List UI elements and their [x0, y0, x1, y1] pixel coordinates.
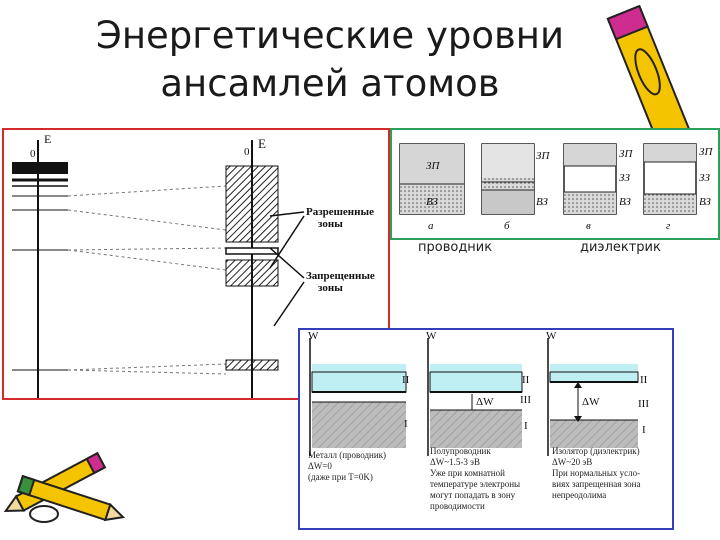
insulator-level-III: III: [638, 398, 649, 410]
semi-caption: Полупроводник ΔW~1.5-3 эВ Уже при комнат…: [430, 446, 521, 511]
semi-level-I: I: [524, 420, 528, 432]
insulator-level-I: I: [642, 424, 646, 436]
semi-axis-label: W: [426, 330, 437, 342]
metal-level-I: I: [404, 418, 408, 430]
pencils-icon: [3, 451, 126, 523]
semi-dw: ΔW: [476, 396, 494, 408]
panel-b-bottom: ВЗ: [536, 196, 548, 208]
panel-c-mid: ЗЗ: [619, 172, 630, 184]
semi-level-II: II: [522, 374, 530, 386]
panel-c-letter: в: [586, 220, 591, 232]
metal-level-II: II: [402, 374, 410, 386]
allowed-band-lower: [225, 359, 279, 371]
band-comparison-diagram: [309, 338, 639, 456]
panel-c-top: ЗП: [619, 148, 633, 160]
forbidden-bands-label: Запрещенные зоны: [306, 270, 375, 294]
allowed-band-upper: [225, 165, 279, 243]
panel-b-letter: б: [504, 220, 510, 232]
band-diagrams: [399, 143, 697, 215]
right-axis-label: E: [258, 136, 266, 151]
insulator-axis-label: W: [546, 330, 557, 342]
allowed-bands-label: Разрешенные зоны: [306, 206, 374, 230]
panel-d-top: ЗП: [699, 146, 713, 158]
title-line-1: Энергетические уровни: [95, 14, 565, 57]
panel-d-letter: г: [666, 220, 671, 232]
panel-d-bottom: ВЗ: [699, 196, 711, 208]
title-line-2: ансамлей атомов: [160, 62, 500, 105]
conductor-caption: проводник: [418, 240, 493, 255]
panel-c-bottom: ВЗ: [619, 196, 631, 208]
page-title: Энергетические уровни ансамлей атомов: [70, 12, 590, 108]
panel-a-letter: а: [428, 220, 434, 232]
panel-d-mid: ЗЗ: [699, 172, 710, 184]
insulator-caption: Изолятор (диэлектрик) ΔW~20 эВ При норма…: [552, 446, 641, 500]
allowed-band-middle: [225, 259, 279, 287]
insulator-level-II: II: [640, 374, 648, 386]
dielectric-caption: диэлектрик: [580, 240, 661, 255]
band-comparison-panel: W W W II I II III I ΔW II III I ΔW Метал…: [298, 328, 674, 530]
metal-caption: Металл (проводник) ΔW=0 (даже при T=0K): [308, 450, 387, 482]
panel-a-top: ЗП: [426, 160, 440, 172]
right-axis-zero: 0: [244, 146, 250, 158]
panel-b-top: ЗП: [536, 150, 550, 162]
band-diagrams-panel: ЗП ВЗ а ЗП ВЗ б ЗП ЗЗ ВЗ в ЗП ЗЗ ВЗ г: [390, 128, 720, 240]
band-formation-diagram: [12, 140, 305, 398]
left-axis-label: E: [44, 132, 52, 146]
metal-axis-label: W: [308, 330, 319, 342]
panel-a-bottom: ВЗ: [426, 196, 438, 208]
semi-level-III: III: [520, 394, 531, 406]
insulator-dw: ΔW: [582, 396, 600, 408]
left-axis-zero: 0: [30, 148, 36, 160]
